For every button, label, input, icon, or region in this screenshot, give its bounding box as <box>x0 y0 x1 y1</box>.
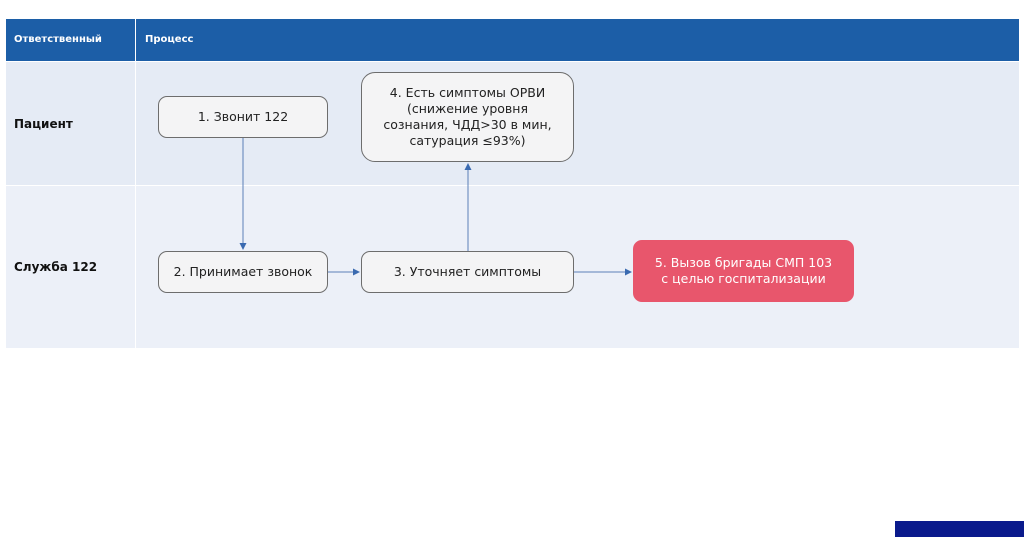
table-header: Ответственный Процесс <box>6 19 1019 61</box>
lane-label-patient: Пациент <box>6 62 136 185</box>
step-1-calls-122: 1. Звонит 122 <box>158 96 328 138</box>
lane-label-service-122: Служба 122 <box>6 186 136 348</box>
corner-accent-bar <box>895 521 1024 537</box>
step-3-clarifies-symptoms: 3. Уточняет симптомы <box>361 251 574 293</box>
step-2-accepts-call: 2. Принимает звонок <box>158 251 328 293</box>
step-5-ambulance-call: 5. Вызов бригады СМП 103 с целью госпита… <box>633 240 854 302</box>
step-4-symptoms-check: 4. Есть симптомы ОРВИ (снижение уровня с… <box>361 72 574 162</box>
header-responsible: Ответственный <box>6 19 136 61</box>
header-process: Процесс <box>145 34 194 45</box>
